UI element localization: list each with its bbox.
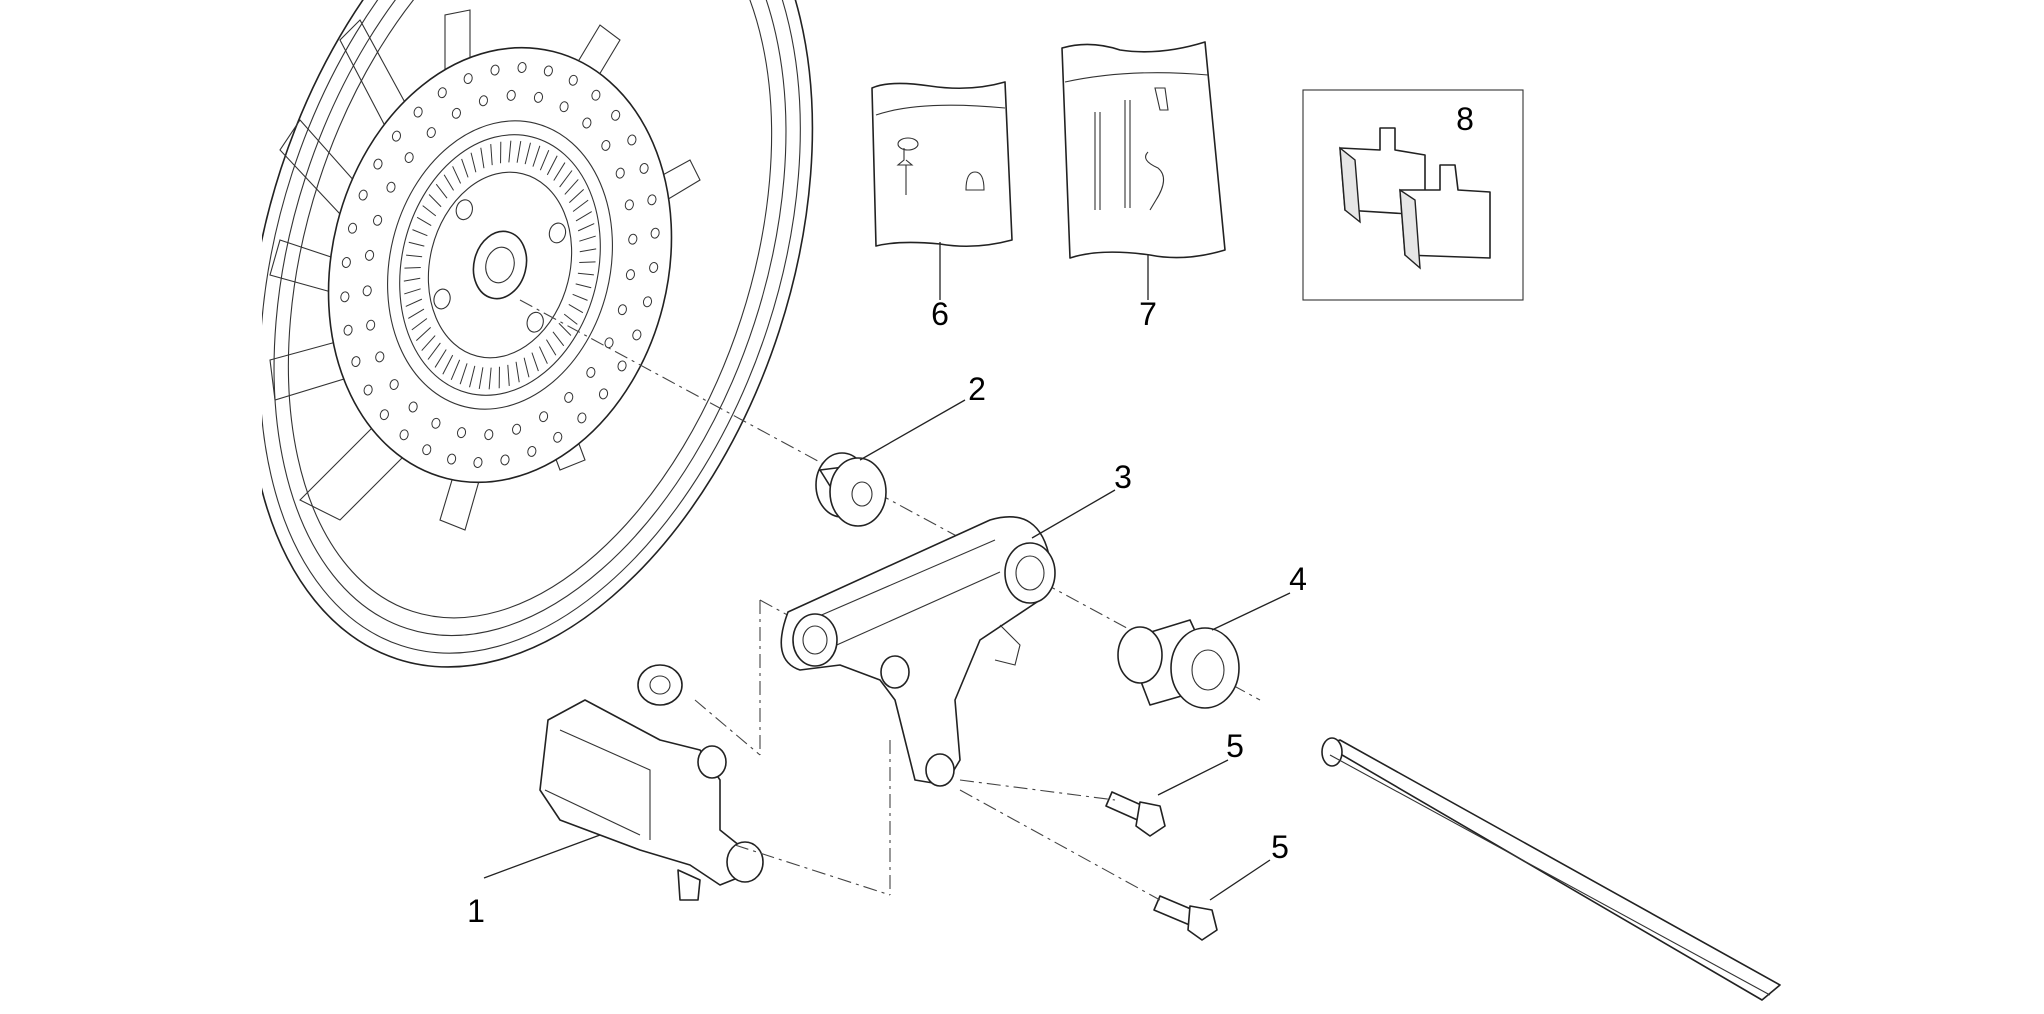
bushing-icon (1117, 619, 1240, 709)
callout-label: 5 (1271, 829, 1289, 865)
brake-pads-icon (1302, 89, 1524, 301)
kit-bag-icon (1061, 41, 1226, 259)
bolt-icon (959, 789, 1218, 941)
caliper-icon (539, 600, 891, 901)
callout-label: 6 (931, 296, 949, 332)
callout-label: 3 (1114, 459, 1132, 495)
callout-label: 4 (1289, 561, 1307, 597)
leader-lines (483, 242, 1291, 901)
callout-label: 7 (1139, 296, 1157, 332)
kit-bag-icon (871, 81, 1013, 248)
bracket-icon (780, 516, 1056, 787)
bolt-icon (959, 779, 1166, 837)
callout-label: 8 (1456, 101, 1474, 137)
callout-label: 5 (1226, 728, 1244, 764)
axle-icon (1321, 737, 1781, 1001)
spacer-icon (815, 452, 887, 527)
callout-label: 2 (968, 371, 986, 407)
brake-disc-icon (327, 46, 673, 484)
callout-label: 1 (467, 893, 485, 929)
